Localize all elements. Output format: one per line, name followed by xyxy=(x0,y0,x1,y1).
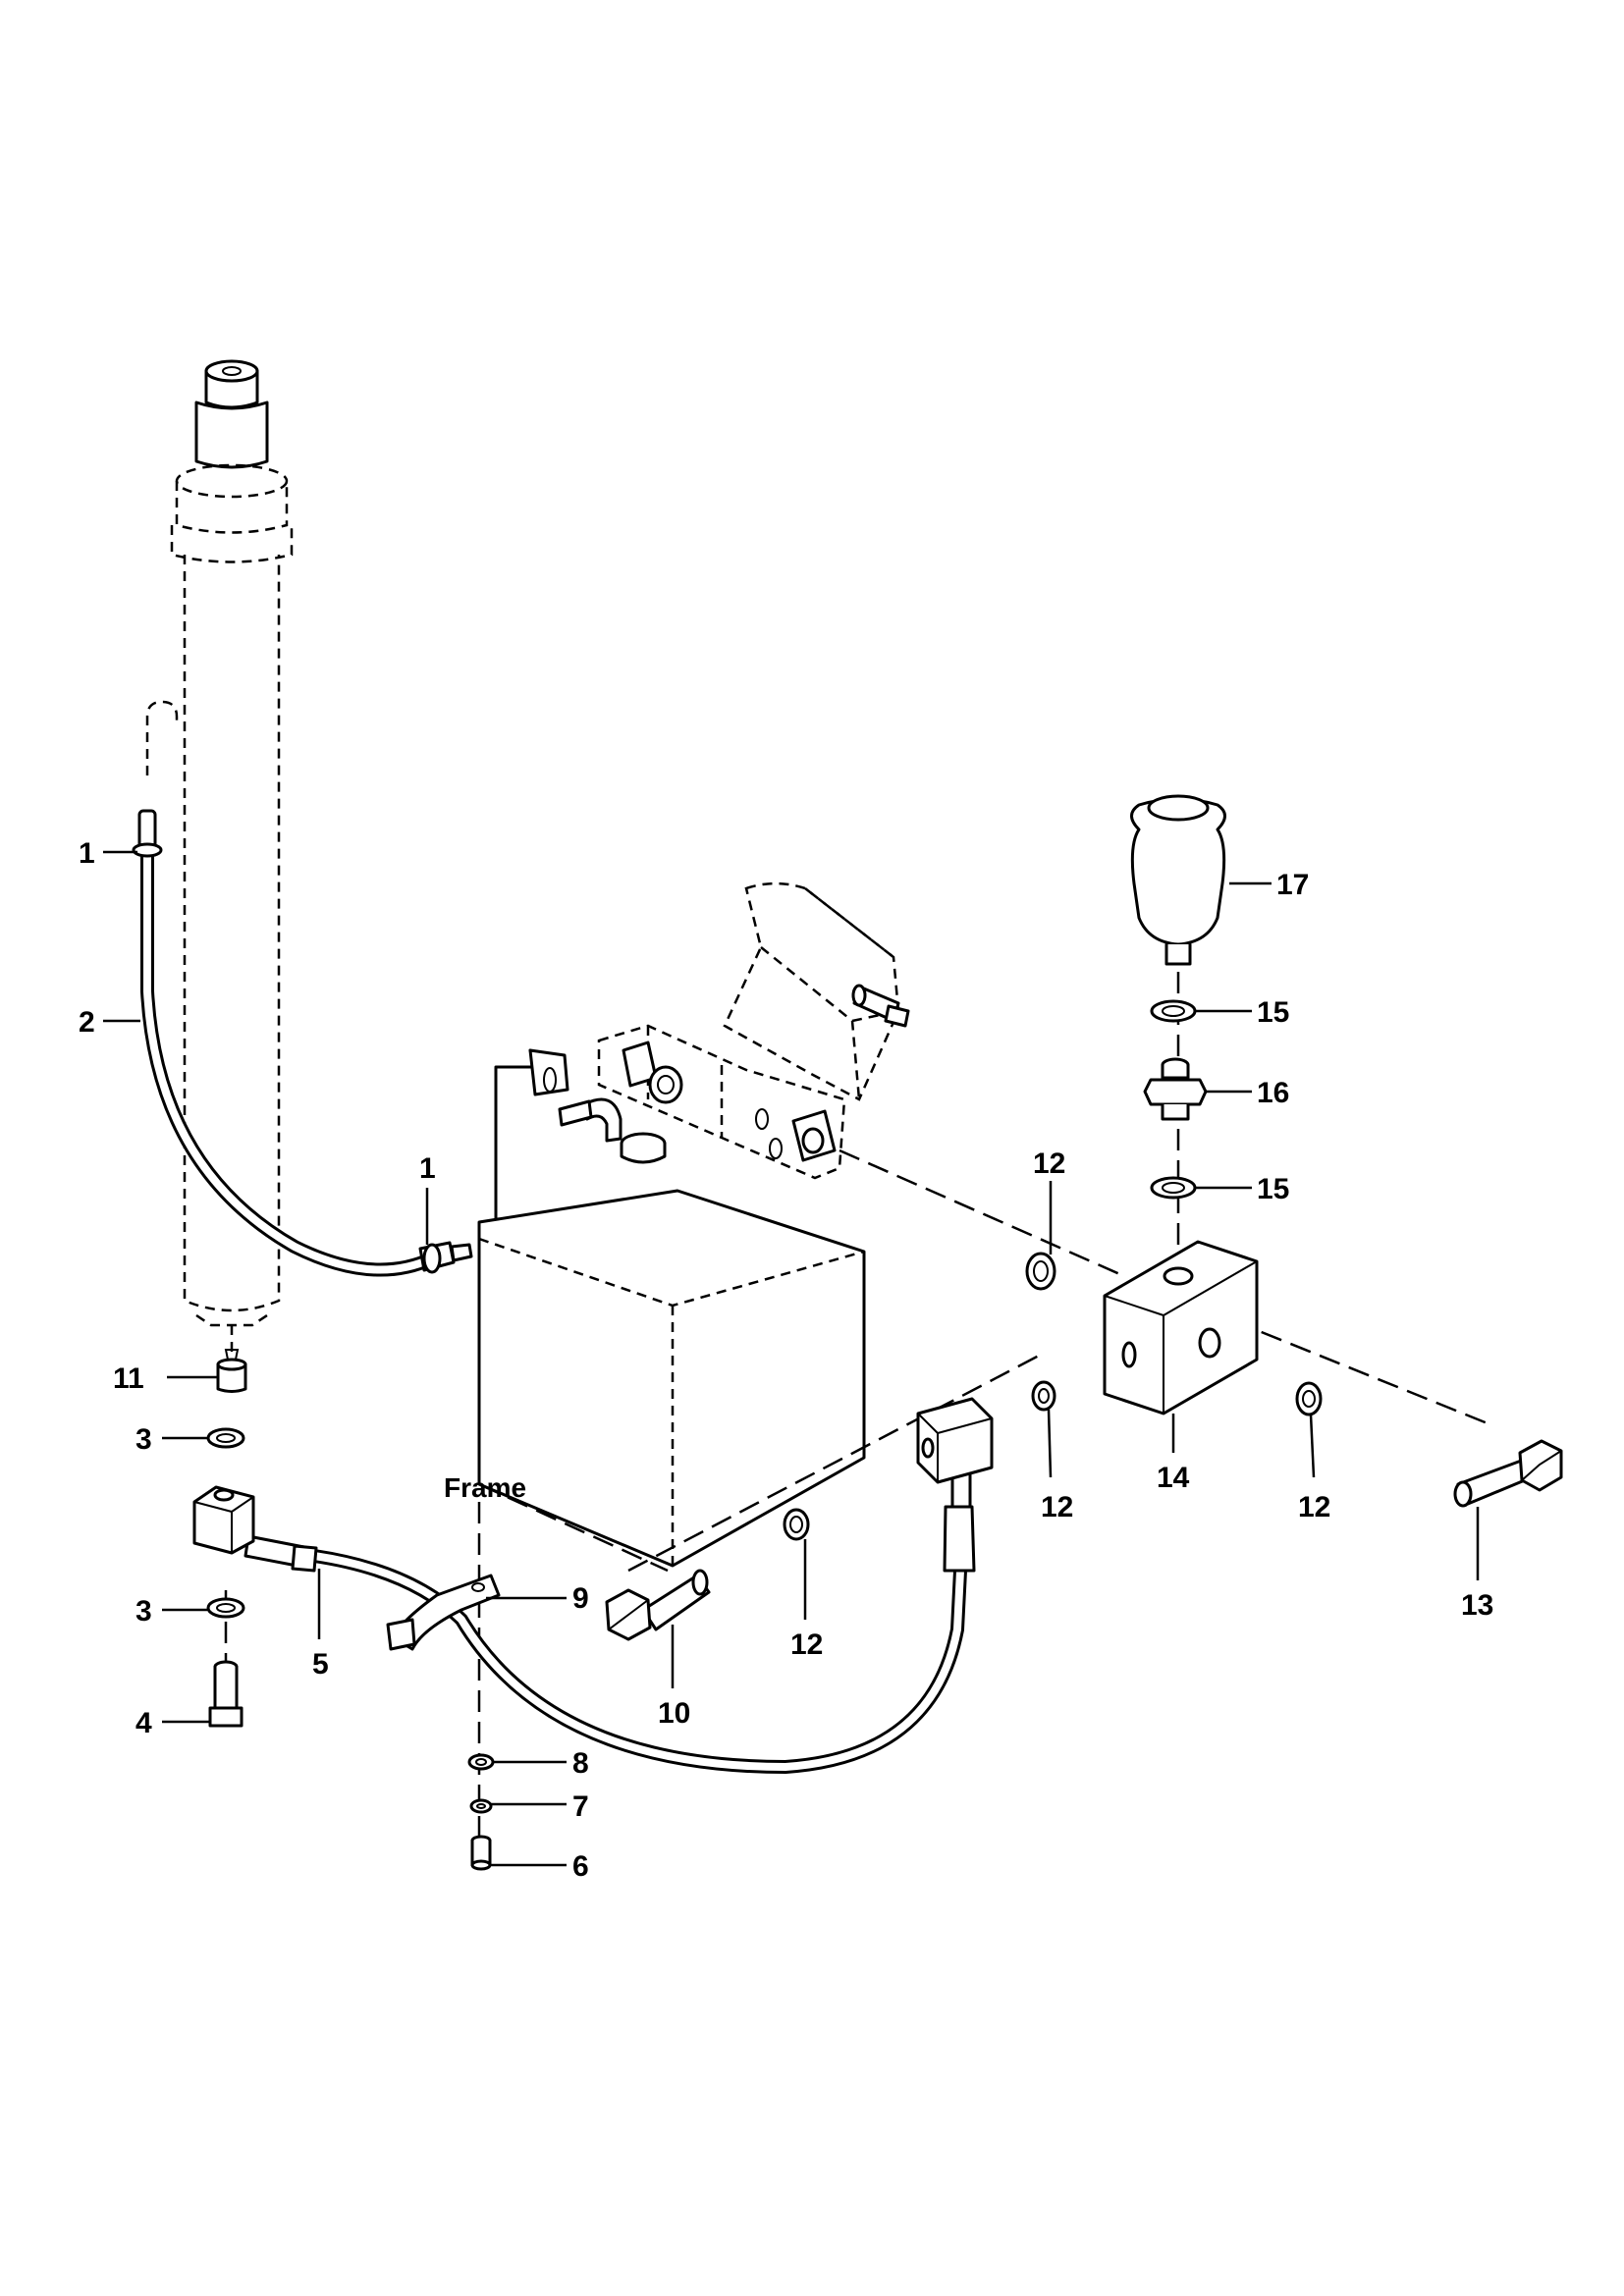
washer-3-upper xyxy=(206,1427,245,1449)
washer-12-b xyxy=(1031,1380,1056,1412)
fitting-11 xyxy=(216,1349,247,1393)
callout-12-d: 12 xyxy=(1298,1491,1330,1523)
callout-12-a: 12 xyxy=(1033,1148,1065,1180)
manifold-block-14 xyxy=(1103,1240,1259,1415)
bolt-10 xyxy=(605,1569,711,1641)
callout-1-upper: 1 xyxy=(79,837,95,870)
callout-10: 10 xyxy=(658,1697,690,1730)
screw-6 xyxy=(470,1835,492,1871)
hydraulic-tank xyxy=(477,1048,866,1568)
hose-line-2 xyxy=(132,809,473,1277)
callout-15-upper: 15 xyxy=(1257,996,1289,1029)
callout-8: 8 xyxy=(572,1747,589,1780)
callout-5: 5 xyxy=(312,1648,329,1681)
bolt-13 xyxy=(1453,1439,1563,1508)
washer-3-lower xyxy=(206,1597,245,1619)
hydraulic-cylinder xyxy=(145,359,294,1355)
banjo-block xyxy=(192,1485,255,1555)
washer-12-d xyxy=(1295,1381,1323,1416)
callout-2: 2 xyxy=(79,1006,95,1039)
callout-9: 9 xyxy=(572,1582,589,1615)
callout-13: 13 xyxy=(1461,1589,1493,1622)
washer-12-c xyxy=(783,1508,810,1541)
banjo-bolt-4 xyxy=(208,1660,244,1728)
hose-line-5 xyxy=(244,1397,994,1775)
callout-11: 11 xyxy=(113,1362,144,1395)
callout-7: 7 xyxy=(572,1790,589,1823)
accumulator-17 xyxy=(1130,794,1226,966)
washer-8 xyxy=(467,1753,495,1771)
callout-3-upper: 3 xyxy=(135,1423,152,1456)
callout-4: 4 xyxy=(135,1707,152,1739)
callout-6: 6 xyxy=(572,1850,589,1883)
callout-16: 16 xyxy=(1257,1077,1289,1109)
washer-15-lower xyxy=(1150,1176,1197,1200)
callout-12-c: 12 xyxy=(790,1629,823,1661)
callout-1-lower: 1 xyxy=(419,1152,436,1185)
clamp-9 xyxy=(386,1574,501,1651)
callout-14: 14 xyxy=(1157,1462,1190,1494)
leader-lines xyxy=(103,850,1480,1867)
callout-17: 17 xyxy=(1276,869,1309,901)
fitting-16 xyxy=(1143,1057,1208,1121)
frame-label: Frame xyxy=(444,1472,526,1503)
callout-15-lower: 15 xyxy=(1257,1173,1289,1205)
lock-washer-7 xyxy=(469,1798,493,1814)
callout-12-b: 12 xyxy=(1041,1491,1073,1523)
pump-motor-unit xyxy=(597,881,910,1180)
callout-3-lower: 3 xyxy=(135,1595,152,1628)
washer-12-a xyxy=(1025,1252,1056,1291)
washer-15-upper xyxy=(1150,999,1197,1023)
